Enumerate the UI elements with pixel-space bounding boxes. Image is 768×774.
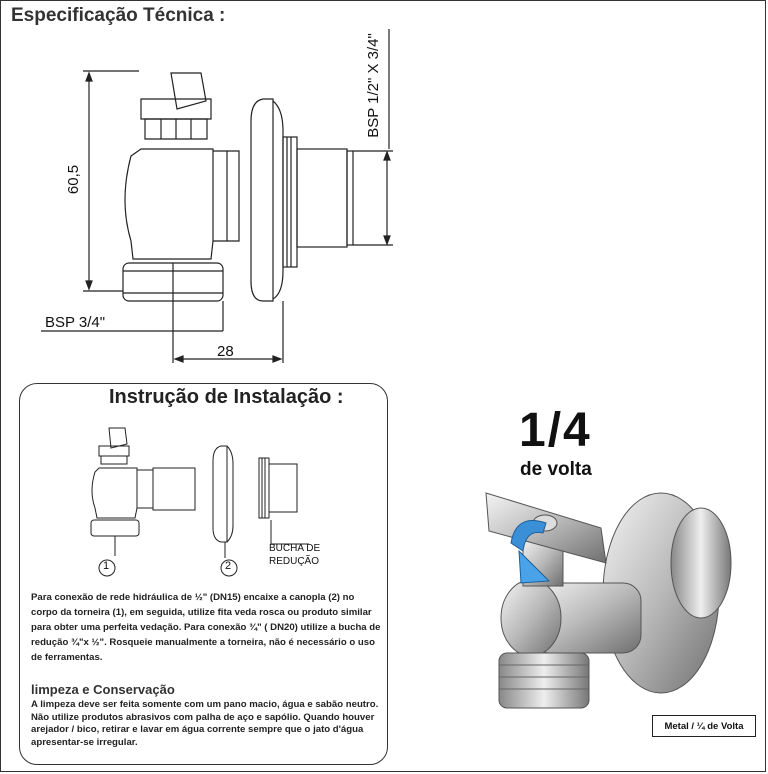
quarter-turn-label: 1/4 [519, 404, 592, 457]
dimension-bsp-inlet: BSP 3/4" [45, 314, 106, 331]
bucha-line2: REDUÇÃO [269, 556, 320, 567]
product-badge: Metal / ¼ de Volta [652, 715, 756, 737]
bucha-line1: BUCHA DE [269, 543, 321, 554]
installation-drawing [90, 427, 309, 577]
installation-title: Instrução de Instalação : [109, 386, 344, 408]
label-2: 2 [225, 560, 232, 572]
page-title: Especificação Técnica : [11, 5, 226, 26]
dimension-height: 60,5 [65, 164, 83, 195]
technical-drawing [41, 29, 393, 363]
bucha-label: BUCHA DE REDUÇÃO [269, 542, 320, 568]
dimension-width: 28 [217, 343, 234, 360]
installation-paragraph: Para conexão de rede hidráulica de ½" (D… [31, 592, 381, 663]
cleaning-title: limpeza e Conservação [31, 682, 175, 697]
product-image [485, 492, 732, 709]
label-1: 1 [103, 560, 110, 572]
dimension-bsp-outlet: BSP 1/2" X 3/4" [364, 33, 382, 138]
cleaning-paragraph: A limpeza deve ser feita somente com um … [31, 699, 379, 748]
quarter-turn-sub: de volta [520, 459, 592, 480]
installation-panel [19, 383, 388, 765]
